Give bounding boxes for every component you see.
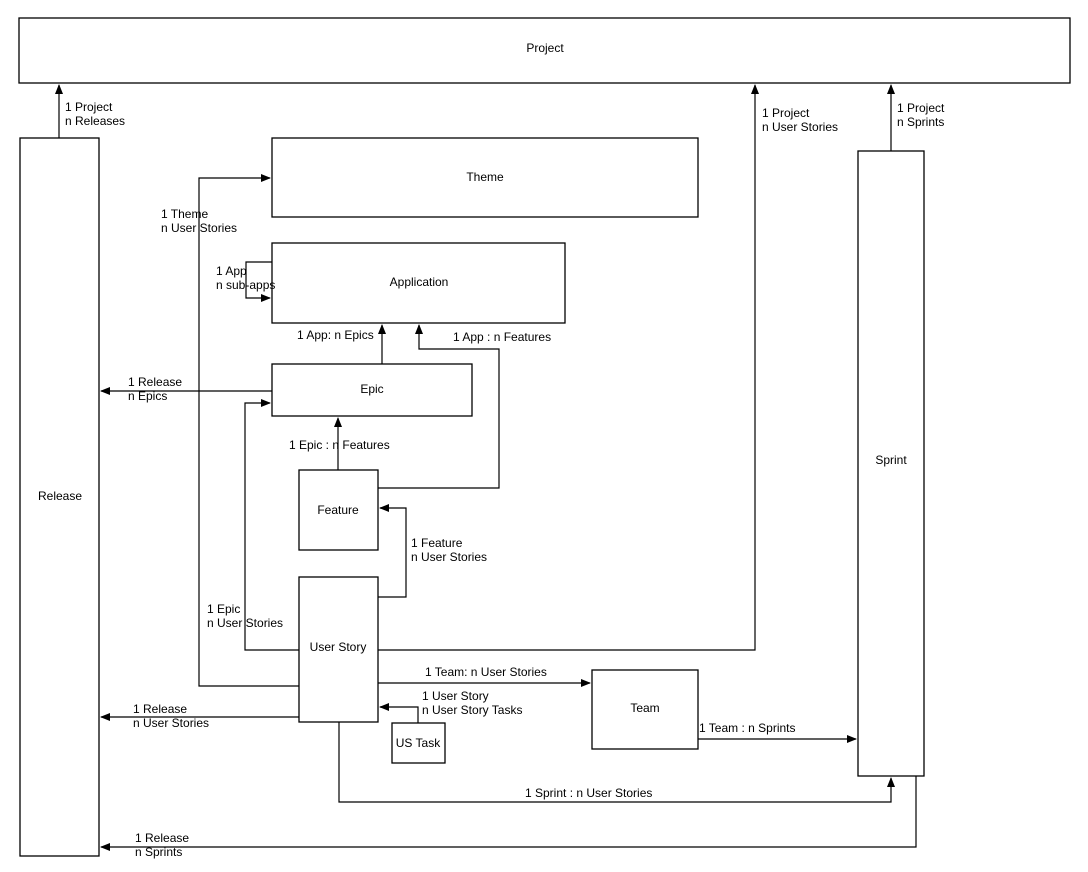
- label-team-user-stories: 1 Team: n User Stories: [425, 665, 547, 679]
- connector-user-story-to-feature: [378, 504, 407, 598]
- label-feature-user-stories: 1 Feature n User Stories: [411, 536, 487, 564]
- label-epic-features: 1 Epic : n Features: [289, 438, 390, 452]
- label-app-epics: 1 App: n Epics: [297, 328, 374, 342]
- label-theme-user-stories: 1 Theme n User Stories: [161, 207, 237, 235]
- connector-user-story-to-epic: [244, 399, 299, 651]
- label-epic-user-stories: 1 Epic n User Stories: [207, 602, 283, 630]
- label-team-sprints: 1 Team : n Sprints: [699, 721, 796, 735]
- label-project-releases: 1 Project n Releases: [65, 100, 125, 128]
- connector-application-self: [245, 261, 272, 302]
- application-box: Application: [271, 242, 566, 324]
- label-release-user-stories: 1 Release n User Stories: [133, 702, 209, 730]
- label-project-sprints: 1 Project n Sprints: [897, 101, 948, 129]
- team-label: Team: [630, 701, 659, 715]
- team-box: Team: [591, 669, 699, 750]
- feature-label: Feature: [317, 503, 359, 517]
- connector-us-task-to-user-story: [379, 703, 419, 723]
- connector-user-story-to-theme: [198, 174, 299, 687]
- us-task-label: US Task: [396, 736, 441, 750]
- label-user-story-tasks: 1 User Story n User Story Tasks: [422, 689, 522, 717]
- label-app-features: 1 App : n Features: [453, 330, 551, 344]
- label-app-sub-apps: 1 App n sub-apps: [216, 264, 275, 292]
- project-label: Project: [526, 41, 564, 55]
- connector-sprint-to-release: [100, 776, 917, 851]
- user-story-label: User Story: [310, 640, 367, 654]
- label-sprint-user-stories: 1 Sprint : n User Stories: [525, 786, 652, 800]
- release-label: Release: [38, 489, 82, 503]
- theme-label: Theme: [466, 170, 504, 184]
- release-box: Release: [19, 137, 100, 857]
- sprint-box: Sprint: [857, 150, 925, 777]
- user-story-box: User Story: [298, 576, 379, 723]
- application-label: Application: [390, 275, 449, 289]
- label-release-sprints: 1 Release n Sprints: [135, 831, 192, 859]
- theme-box: Theme: [271, 137, 699, 218]
- epic-label: Epic: [360, 382, 383, 396]
- connector-user-story-to-project: [378, 84, 759, 651]
- sprint-label: Sprint: [875, 453, 907, 467]
- project-box: Project: [18, 17, 1071, 84]
- feature-box: Feature: [298, 469, 379, 551]
- label-release-epics: 1 Release n Epics: [128, 375, 185, 403]
- epic-box: Epic: [271, 363, 473, 417]
- us-task-box: US Task: [391, 722, 446, 764]
- connector-user-story-to-sprint: [338, 722, 895, 803]
- connector-feature-to-application: [378, 324, 500, 489]
- label-project-user-stories: 1 Project n User Stories: [762, 106, 838, 134]
